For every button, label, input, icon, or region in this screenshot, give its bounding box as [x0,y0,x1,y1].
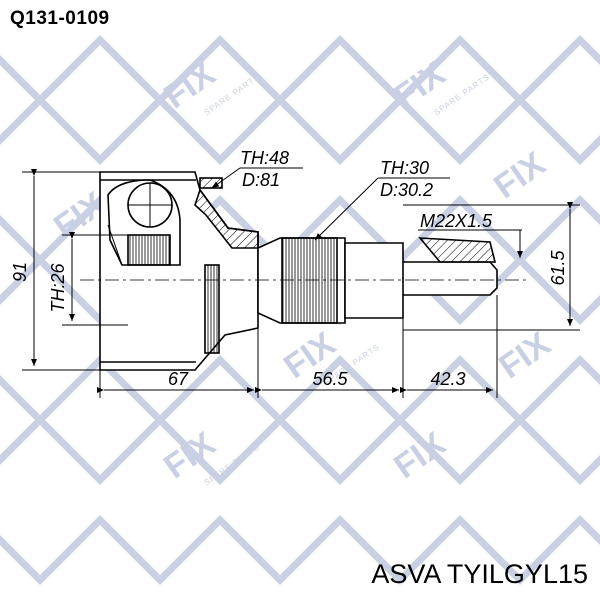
cv-joint-outline [80,171,530,371]
label-stub-height: 61.5 [548,250,568,286]
watermark-logo: FIX [387,425,452,487]
dimension-labels: TH:48 D:81 TH:30 D:30.2 M22X1.5 91 TH:26… [10,148,568,389]
label-shaft-diameter: D:30.2 [380,180,433,200]
cross-reference: ASVA TYILGYL15 [371,559,588,589]
watermark-logo: FIX [492,325,557,387]
label-outer-teeth: TH:48 [240,148,289,168]
label-stub-length: 42.3 [430,369,465,389]
label-body-length: 67 [168,369,189,389]
label-neck-length: 56.5 [312,369,348,389]
label-inner-teeth: TH:26 [48,263,68,313]
label-thread: M22X1.5 [420,211,493,231]
label-overall-height: 91 [10,262,30,282]
label-outer-diameter: D:81 [242,170,280,190]
part-code: Q131-0109 [10,8,110,29]
dimension-lines [22,167,580,398]
watermark-logo: FIX [487,145,552,207]
label-shaft-teeth: TH:30 [380,158,429,178]
